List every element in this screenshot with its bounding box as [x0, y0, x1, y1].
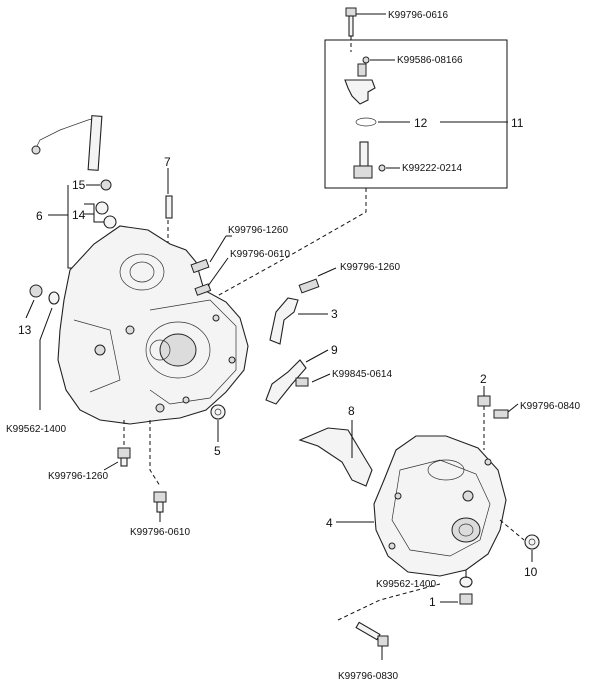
- label-bolt-1260-right: K99796-1260: [340, 262, 400, 273]
- bracket-9-part: [265, 359, 307, 405]
- label-bolt-0830: K99796-0830: [338, 671, 398, 682]
- washer-1400-right-part: [459, 576, 473, 588]
- top-bolt-part: [345, 7, 357, 37]
- callout-9: 9: [331, 343, 338, 357]
- label-top-bolt: K99796-0616: [388, 10, 448, 21]
- driven-gear-part: [353, 141, 373, 179]
- label-gear-screw: K99222-0214: [402, 163, 462, 174]
- callout-7: 7: [164, 155, 171, 169]
- seal-14-b-part: [103, 215, 117, 229]
- o-ring-part: [355, 117, 377, 127]
- transaxle-case-right: [373, 435, 507, 577]
- washer-1400-left-part: [48, 291, 60, 305]
- bolt-1260-right-part: [298, 278, 320, 294]
- callout-10: 10: [524, 565, 538, 579]
- bolt-0830-part: [355, 621, 389, 647]
- group-11-frame: [324, 39, 508, 189]
- label-bolt-0610-upper: K99796-0610: [230, 249, 290, 260]
- callout-12: 12: [414, 116, 428, 130]
- label-bolt-1260-lower: K99796-1260: [48, 471, 108, 482]
- label-washer-1400-left: K99562-1400: [6, 424, 66, 435]
- label-bolt-0610-lower: K99796-0610: [130, 527, 190, 538]
- washer-5-part: [210, 404, 226, 420]
- label-bolt-1260-upper: K99796-1260: [228, 225, 288, 236]
- callout-4: 4: [326, 516, 333, 530]
- label-washer-1400-right: K99562-1400: [376, 579, 436, 590]
- transaxle-housing-left: [57, 225, 249, 425]
- part-2-part: [477, 395, 491, 407]
- callout-1: 1: [429, 595, 436, 609]
- label-sensor-nut: K99586-08166: [397, 55, 463, 66]
- callout-11: 11: [511, 116, 524, 130]
- bolt-0840-part: [493, 409, 509, 419]
- bracket-8-part: [298, 427, 373, 487]
- label-bolt-0840: K99796-0840: [520, 401, 580, 412]
- callout-3: 3: [331, 307, 338, 321]
- callout-5: 5: [214, 444, 221, 458]
- bolt-13-part: [29, 284, 43, 298]
- callout-2: 2: [480, 372, 487, 386]
- stud-7-part: [165, 195, 173, 219]
- callout-6: 6: [36, 209, 43, 223]
- callout-8: 8: [348, 404, 355, 418]
- speed-sensor-part: [344, 63, 376, 105]
- bolt-1260-upper-part: [190, 258, 210, 274]
- bolt-0610-upper-part: [194, 283, 212, 296]
- wiring-harness-part: [31, 115, 103, 171]
- washer-10-part: [524, 534, 540, 550]
- bolt-0610-lower-part: [153, 491, 167, 513]
- callout-15: 15: [72, 178, 86, 192]
- plug-15-part: [100, 179, 112, 191]
- label-bolt-0614: K99845-0614: [332, 369, 392, 380]
- callout-13: 13: [18, 323, 32, 337]
- bracket-3-part: [269, 297, 299, 345]
- plug-1-part: [459, 593, 473, 605]
- bolt-1260-lower-part: [117, 447, 131, 467]
- seal-14-a-part: [95, 201, 109, 215]
- callout-14: 14: [72, 208, 86, 222]
